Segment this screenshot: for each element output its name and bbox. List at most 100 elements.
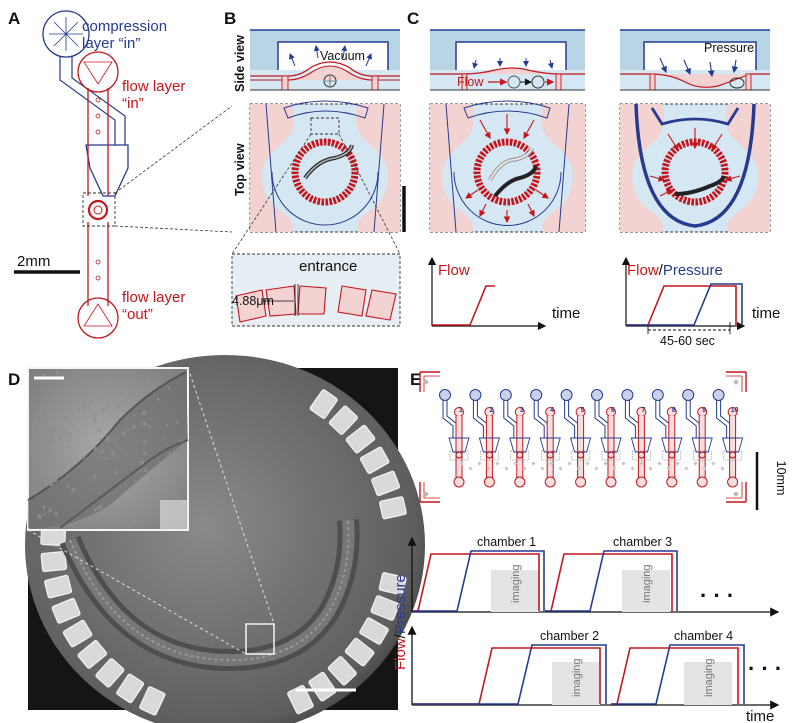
texture-dot: [101, 504, 103, 507]
alignment-mark: [594, 466, 599, 471]
texture-dot: [162, 439, 165, 441]
chamber-number-label: 10: [731, 407, 739, 414]
trap-wall-block: [359, 617, 389, 645]
texture-dot: [92, 418, 97, 423]
texture-dot: [130, 391, 133, 395]
side-view-pressure: [620, 29, 770, 91]
texture-dot: [101, 389, 106, 394]
texture-dot: [105, 457, 108, 460]
texture-dot: [54, 511, 58, 516]
trap-wall-block: [77, 640, 108, 669]
texture-dot: [42, 505, 46, 509]
alignment-mark: [468, 466, 473, 471]
texture-dot: [130, 382, 134, 386]
texture-dot: [106, 435, 109, 438]
f-y-sep: /: [392, 633, 409, 638]
side-view-flow: [430, 29, 585, 91]
trap-wall-block: [328, 405, 358, 435]
alignment-mark: [576, 466, 581, 471]
texture-dot: [131, 446, 134, 449]
chamber-number-label: 1: [459, 407, 463, 414]
alignment-mark: [540, 466, 545, 471]
texture-dot: [35, 453, 38, 456]
texture-dot: [116, 445, 119, 449]
plot2-x-label: time: [752, 305, 780, 322]
compression-port: [42, 10, 90, 58]
ellipsis-bottom: · · ·: [748, 656, 782, 681]
texture-dot: [139, 469, 143, 472]
texture-dot: [64, 415, 70, 420]
alignment-mark: [666, 466, 671, 471]
texture-dot: [117, 511, 120, 514]
chamber-number-label: 4: [550, 407, 554, 414]
chamber-number-label: 2: [489, 407, 493, 414]
alignment-mark: [495, 461, 500, 466]
alignment-mark: [612, 466, 617, 471]
texture-dot: [66, 484, 69, 488]
texture-dot: [132, 425, 137, 429]
chamber-unit: 8: [651, 389, 683, 488]
texture-dot: [105, 405, 109, 410]
texture-dot: [141, 420, 143, 423]
timeline-f: [407, 536, 780, 710]
side-view-vacuum: [250, 29, 400, 91]
texture-dot: [144, 490, 148, 495]
chamber-unit: 10: [712, 389, 744, 488]
texture-dot: [93, 508, 98, 512]
zoom-box-d: [245, 623, 275, 655]
texture-dot: [49, 482, 54, 487]
f-x-label: time: [746, 708, 774, 723]
plot1-y-label: Flow: [438, 262, 470, 279]
trap-wall-block: [309, 389, 338, 419]
scale-label-a: 2mm: [17, 253, 50, 270]
texture-dot: [123, 430, 126, 433]
imaging-window-4: [684, 662, 732, 705]
gap-label: 4.88μm: [232, 294, 274, 308]
texture-dot: [31, 487, 35, 490]
texture-dot: [53, 479, 58, 483]
texture-dot: [44, 425, 47, 428]
alignment-mark: [684, 466, 689, 471]
texture-dot: [65, 431, 67, 433]
alignment-mark: [630, 466, 635, 471]
chamber-number-label: 7: [641, 407, 645, 414]
chamber-unit: 7: [621, 389, 652, 488]
chamber-unit: 9: [682, 389, 713, 488]
texture-dot: [82, 405, 87, 410]
imaging-label-3: imaging: [641, 564, 653, 603]
alignment-mark: [558, 466, 563, 471]
texture-dot: [30, 445, 34, 449]
chamber3-label: chamber 3: [613, 535, 672, 549]
texture-dot: [131, 517, 137, 523]
chamber-unit: 5: [560, 389, 592, 488]
texture-dot: [133, 414, 136, 417]
imaging-label-2: imaging: [571, 658, 583, 697]
alignment-mark: [513, 461, 518, 466]
texture-dot: [145, 512, 149, 516]
texture-dot: [180, 467, 185, 472]
plot2-y-label: Flow/Pressure: [627, 262, 723, 279]
texture-dot: [43, 395, 47, 399]
alignment-mark: [639, 461, 644, 466]
texture-dot: [100, 408, 105, 413]
texture-dot: [52, 396, 54, 399]
texture-dot: [81, 375, 84, 378]
texture-dot: [84, 381, 89, 387]
trap-wall-block: [344, 637, 375, 667]
panel-label-a: A: [8, 9, 20, 28]
top-view-trap-flow: [429, 100, 586, 233]
trap-wall-block: [370, 595, 400, 621]
texture-dot: [124, 454, 127, 457]
texture-dot: [81, 456, 85, 460]
interval-label: 45-60 sec: [660, 334, 715, 348]
alignment-mark: [603, 461, 608, 466]
texture-dot: [97, 428, 101, 432]
texture-dot: [165, 423, 169, 427]
texture-dot: [143, 468, 148, 473]
texture-dot: [70, 487, 76, 493]
alignment-mark: [522, 466, 527, 471]
flow-in-port: [77, 51, 119, 93]
texture-dot: [167, 411, 169, 414]
texture-dot: [104, 380, 108, 384]
texture-dot: [59, 434, 63, 439]
